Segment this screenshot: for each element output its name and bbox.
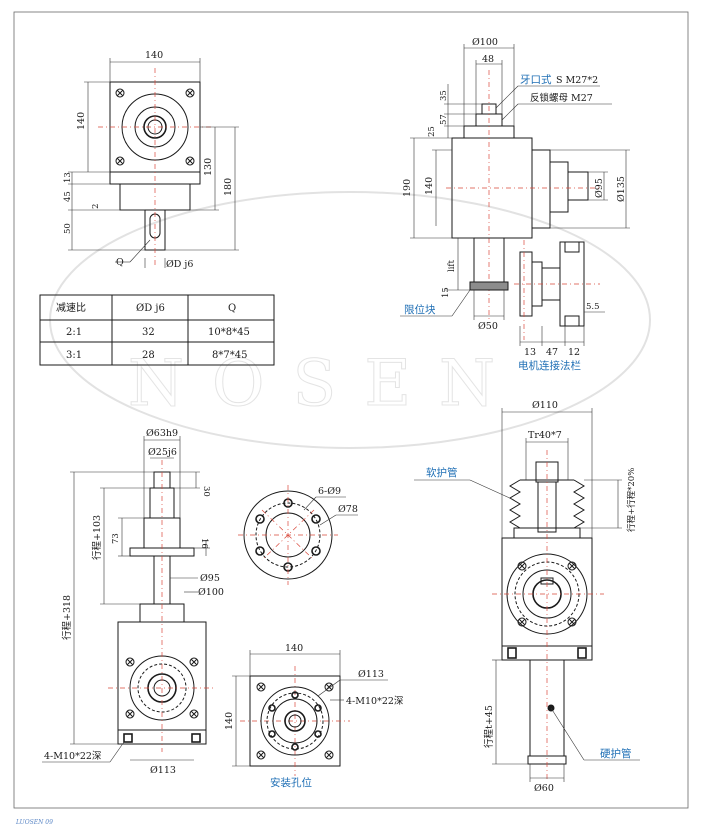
- dim-73: 73: [111, 533, 121, 544]
- dim-2: 2: [91, 204, 101, 209]
- table-cell: 10*8*45: [208, 327, 250, 338]
- watermark-text: NOSEN: [128, 347, 523, 421]
- thread-label: Tr40*7: [528, 430, 562, 441]
- mount-hole-view: 140 140 Ø113 4-M10*22深 安装孔位: [224, 643, 404, 789]
- dim-140-width: 140: [285, 643, 303, 654]
- q-label: Q: [116, 257, 124, 268]
- bellows-left: [509, 479, 521, 529]
- dim-180: 180: [223, 178, 234, 196]
- soft-cover-label: 软护管: [426, 466, 458, 479]
- dim-47: 47: [546, 347, 558, 358]
- dim-16: 16: [199, 538, 209, 549]
- sheet-border: [13, 11, 689, 809]
- dim-d78: Ø78: [338, 504, 358, 515]
- dim-stroke-t45: 行程t+45: [483, 705, 495, 748]
- bellows-right: [573, 479, 585, 529]
- dim-stroke-318: 行程+318: [61, 595, 73, 640]
- dim-35: 35: [439, 90, 449, 101]
- dim-140-height: 140: [76, 112, 87, 130]
- dim-48: 48: [482, 54, 494, 65]
- footer-code: LUOSEN 09: [15, 819, 53, 826]
- bottom-left-view: Ø63h9 Ø25j6 30 行程+103 73 16 Ø95 Ø100 行程+…: [42, 428, 224, 776]
- dim-15: 15: [441, 287, 451, 298]
- dim-d113: Ø113: [150, 765, 176, 776]
- corner-bolt-holes: [115, 88, 195, 166]
- od-label: ØD j6: [166, 259, 193, 270]
- flange-view: 6-Ø9 Ø78: [238, 485, 358, 585]
- dim-190: 190: [402, 179, 413, 197]
- dim-stroke-20: 行程+行程*20%: [626, 468, 637, 532]
- bolt-hole-label: 4-M10*22深: [44, 751, 102, 762]
- mount-view-title: 安装孔位: [270, 776, 312, 789]
- dim-d100: Ø100: [472, 37, 498, 48]
- dim-lift: lift: [447, 259, 457, 272]
- dim-30: 30: [201, 486, 211, 497]
- dim-57: 57: [439, 114, 449, 125]
- top-left-view: 140 140 13 45 2 50 130 180 Q ØD j6: [63, 50, 239, 270]
- dim-50: 50: [63, 223, 73, 234]
- mount-inner-holes: [268, 691, 322, 751]
- dim-45: 45: [63, 191, 73, 202]
- dim-5-5: 5.5: [586, 302, 600, 312]
- dim-140: 140: [424, 177, 435, 195]
- table-header-q: Q: [228, 303, 236, 314]
- dim-140-width: 140: [145, 50, 163, 61]
- dim-d113: Ø113: [358, 669, 384, 680]
- motor-flange-label: 电机连接法栏: [518, 359, 581, 372]
- watermark: NOSEN: [49, 191, 651, 449]
- dim-130: 130: [203, 158, 214, 176]
- stop-block-label: 限位块: [404, 303, 436, 316]
- hard-cover-label: 硬护管: [600, 747, 632, 760]
- corner-bolt-holes: [125, 657, 199, 719]
- flange-bolt-holes: [255, 498, 321, 572]
- dim-d63: Ø63h9: [146, 428, 178, 439]
- bottom-right-view: Ø110 Tr40*7 行程+行程*20% 行程t+45 Ø60 软护管 硬护管: [414, 400, 640, 794]
- table-header-ratio: 减速比: [56, 302, 86, 314]
- top-right-view: Ø100 48 35 57 25 190 140 Ø95 Ø135 lift 1…: [400, 37, 630, 372]
- table-cell: 3:1: [66, 350, 82, 361]
- thread-spec-label: S M27*2: [556, 75, 598, 86]
- dim-d100: Ø100: [198, 587, 224, 598]
- mount-corner-holes: [256, 682, 334, 760]
- dim-13: 13: [63, 172, 73, 183]
- nut-label: 反锁螺母 M27: [530, 92, 593, 104]
- dim-d25: Ø25j6: [148, 447, 177, 458]
- flange-holes-label: 6-Ø9: [318, 486, 341, 497]
- stop-block: [469, 281, 509, 291]
- dim-25: 25: [427, 126, 437, 137]
- thread-type-label: 牙口式: [520, 73, 552, 86]
- dim-13: 13: [524, 347, 536, 358]
- table-header-od: ØD j6: [136, 303, 165, 314]
- ratio-table: 减速比 ØD j6 Q 2:1 32 10*8*45 3:1 28 8*7*45: [39, 294, 275, 366]
- dim-d60: Ø60: [534, 783, 554, 794]
- dim-140-height: 140: [224, 712, 235, 730]
- dim-d95: Ø95: [594, 178, 605, 198]
- bolt-hole-label: 4-M10*22深: [346, 696, 404, 707]
- table-cell: 28: [142, 350, 155, 361]
- dim-d95: Ø95: [200, 573, 220, 584]
- dim-d50: Ø50: [478, 321, 498, 332]
- corner-bolt-holes: [517, 561, 577, 627]
- dim-12: 12: [568, 347, 580, 358]
- dim-d110: Ø110: [532, 400, 558, 411]
- table-cell: 2:1: [66, 327, 82, 338]
- table-cell: 32: [142, 327, 155, 338]
- dim-d135: Ø135: [616, 176, 627, 202]
- dim-stroke-103: 行程+103: [91, 515, 103, 560]
- table-cell: 8*7*45: [212, 350, 247, 361]
